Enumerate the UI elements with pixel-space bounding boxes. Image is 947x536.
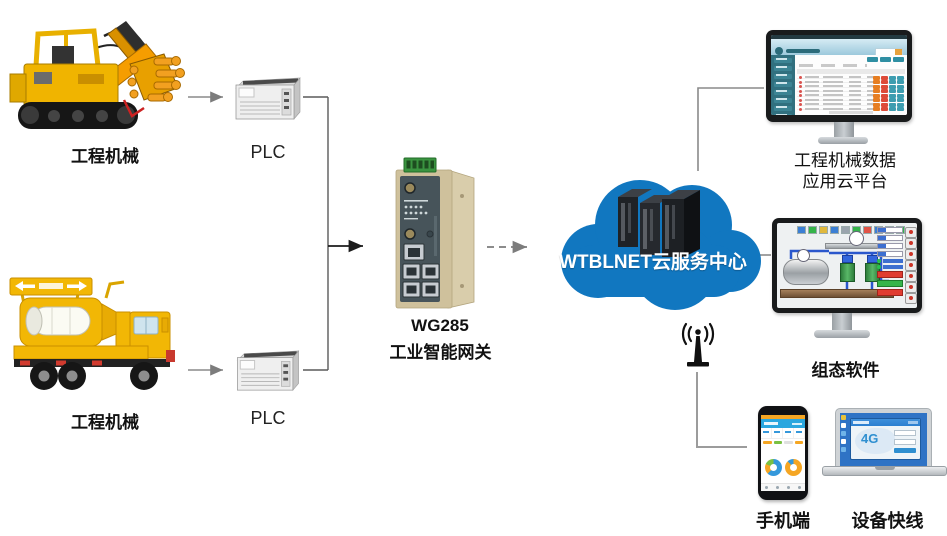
platform-monitor-label: 工程机械数据 应用云平台: [780, 150, 910, 192]
phone-statusbar: [761, 415, 805, 419]
search-button-icon: [895, 49, 902, 55]
scada-tank-gauge-icon: [797, 249, 810, 262]
phone-label: 手机端: [756, 511, 810, 531]
gateway-title-label: 工业智能网关: [389, 343, 492, 362]
scada-gauge-icon: [849, 231, 864, 246]
scada-monitor-label: 组态软件: [811, 361, 880, 380]
dashboard-content: [795, 55, 907, 115]
line-cloud-to-platform-monitor: [697, 87, 764, 171]
cloud-label: WTBLNET云服务中心: [559, 252, 747, 273]
laptop-window-titlebar: [851, 419, 920, 426]
phone-bottom-nav: [761, 483, 805, 491]
laptop-login-form: [894, 430, 916, 453]
platform-monitor-neck: [834, 122, 854, 137]
dashboard-sidebar: [771, 55, 795, 115]
mixer-truck-image: [9, 277, 175, 390]
scada-valve-1: [842, 255, 853, 263]
scada-pump-1: [840, 263, 855, 282]
scada-monitor-neck: [832, 313, 852, 330]
phone-stats-row: [761, 428, 805, 439]
plc-top-label: PLC: [250, 142, 286, 162]
dashboard-titlebar: [771, 35, 907, 39]
gateway-model-label: WG285: [411, 316, 469, 335]
phone-app-header: [761, 419, 805, 428]
laptop-label: 设备快线: [851, 511, 924, 531]
laptop-screen: 4G: [840, 413, 927, 466]
platform-label-line2: 应用云平台: [802, 172, 888, 191]
platform-monitor-screen: [771, 35, 907, 115]
plc-module-bottom: [236, 350, 300, 391]
platform-label-line1: 工程机械数据: [794, 151, 896, 170]
plc-module-top: [235, 77, 301, 120]
dashboard-action-buttons: [867, 57, 904, 62]
dashboard-logo-icon: [775, 47, 783, 55]
phone-screen: [761, 415, 805, 491]
dashboard-pagination: [828, 111, 874, 114]
dashboard-header: [771, 39, 907, 56]
laptop-4g-text: 4G: [861, 431, 879, 446]
scada-monitor-base: [814, 330, 870, 338]
server-stack-icon: [618, 189, 700, 257]
laptop-worldmap-graphic: [855, 428, 895, 454]
machine-bottom-label: 工程机械: [71, 413, 139, 432]
gateway-device-image: [395, 157, 475, 309]
phone-tag-row: [761, 439, 805, 451]
laptop-screen-bezel: 4G: [835, 408, 932, 469]
antenna-icon: [681, 322, 715, 367]
scada-right-panel: [877, 227, 903, 304]
line-antenna-to-mobile: [696, 372, 747, 448]
laptop-app-window: 4G: [850, 418, 921, 460]
drilling-rig-image: [9, 21, 185, 129]
scada-tank: [783, 259, 829, 285]
machine-top-label: 工程机械: [71, 147, 139, 166]
dashboard-logo-text: [786, 49, 820, 53]
phone-donut-chart-2: [785, 459, 802, 476]
plc-bottom-label: PLC: [250, 408, 286, 428]
dashboard-filter-row: [799, 64, 867, 67]
scada-monitor-screen: [777, 223, 917, 308]
phone-donut-chart-1: [765, 459, 782, 476]
dashboard-table-header: [797, 69, 905, 74]
plc-bus-line: [303, 96, 329, 371]
laptop-base: [822, 466, 947, 476]
dashboard-table-rows: [797, 75, 905, 111]
cloud-shape: [561, 180, 761, 310]
laptop-desktop-icons: [841, 415, 847, 452]
phone-device: [758, 406, 808, 500]
scada-button-column: [905, 227, 917, 304]
platform-monitor-base: [818, 137, 868, 144]
